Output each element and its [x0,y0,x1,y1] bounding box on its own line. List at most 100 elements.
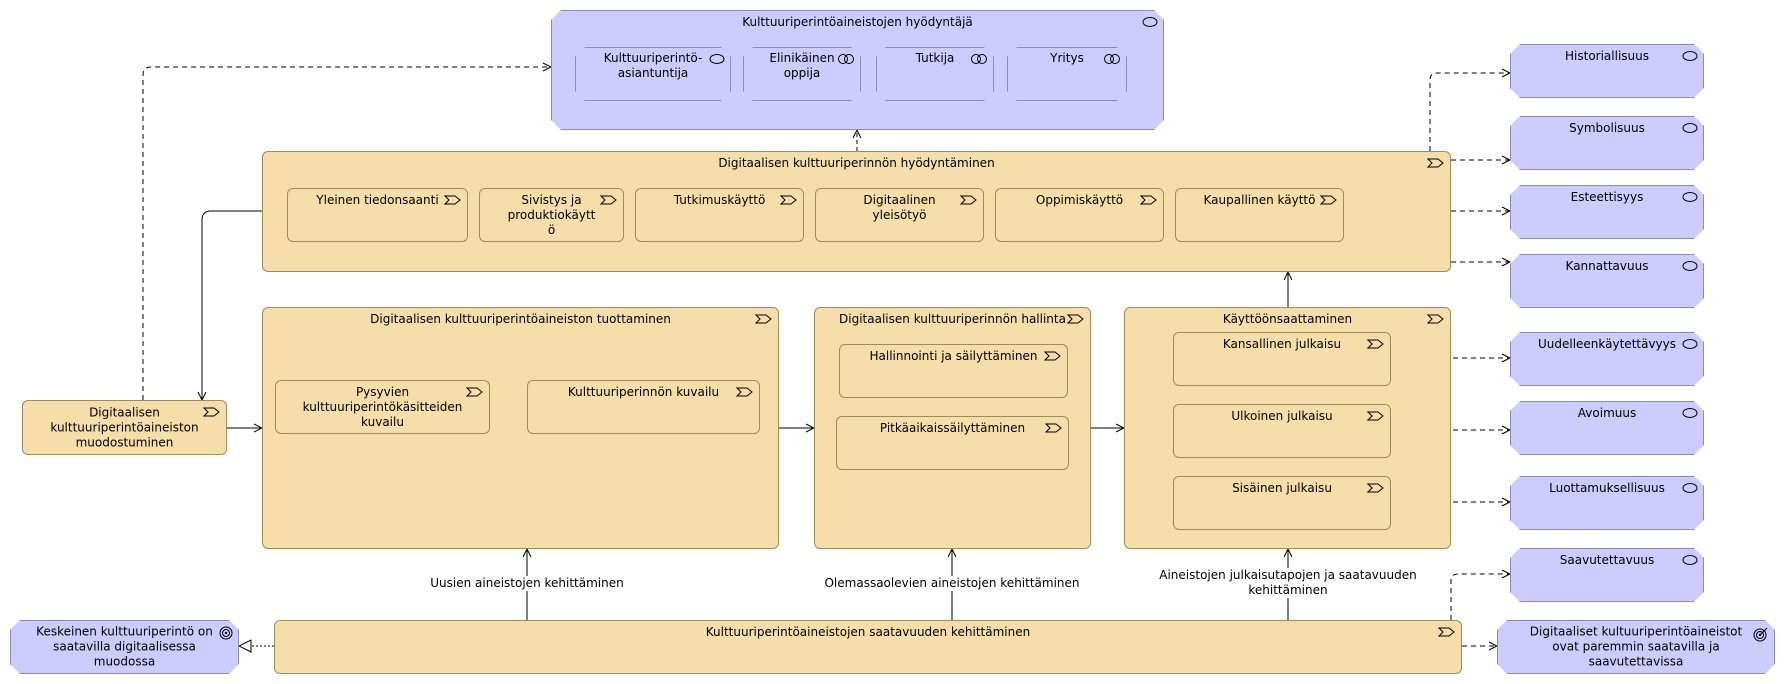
process-icon [1367,483,1384,493]
stakeholder-title: Kulttuuriperintöaineistojen hyödyntäjä [742,15,973,29]
value-kannattavuus[interactable]: Kannattavuus [1510,254,1704,308]
process-icon [466,387,483,397]
process-icon [1045,423,1062,433]
service-digitaalinen-yleisotyo[interactable]: Digitaalinen yleisötyö [815,188,984,242]
value-saavutettavuus[interactable]: Saavutettavuus [1510,548,1704,602]
value-avoimuus[interactable]: Avoimuus [1510,401,1704,455]
process-icon [755,314,772,324]
value-icon [1682,338,1698,350]
process-icon [600,195,617,205]
process-icon [1140,195,1157,205]
role-label: Kulttuuriperintö- asiantuntija [603,51,703,80]
role-icon [970,53,988,65]
deployment-function[interactable]: Käyttöönsaattaminen Kansallinen julkaisu… [1124,307,1451,549]
value-icon [1682,554,1698,566]
formation-process[interactable]: Digitaalisen kulttuuriperintöaineiston m… [22,400,227,455]
process-kulttuuriperinnon-kuvailu[interactable]: Kulttuuriperinnön kuvailu [527,380,760,434]
production-function[interactable]: Digitaalisen kulttuuriperintöaineiston t… [262,307,779,549]
service-yleinen-tiedonsaanti[interactable]: Yleinen tiedonsaanti [287,188,468,242]
process-icon [960,195,977,205]
value-label: Uudelleenkäytettävyys [1537,337,1677,351]
edge-formation-to-stakeholder [142,67,551,400]
utilization-title: Digitaalisen kulttuuriperinnön hyödyntäm… [718,156,995,170]
outcome-element[interactable]: Digitaaliset kultuuriperintöaineistot ov… [1497,620,1775,674]
management-function[interactable]: Digitaalisen kulttuuriperinnön hallinta … [814,307,1091,549]
process-icon [1067,314,1084,324]
process-icon [444,195,461,205]
role-elinikainen-oppija[interactable]: Elinikäinen oppija [743,47,861,101]
process-pysyvien-kasitteiden-kuvailu[interactable]: Pysyvien kulttuuriperintökäsitteiden kuv… [275,380,490,434]
role-label: Yritys [1050,51,1084,65]
process-icon [1320,195,1337,205]
service-tutkimuskaytto[interactable]: Tutkimuskäyttö [635,188,804,242]
service-kaupallinen-kaytto[interactable]: Kaupallinen käyttö [1175,188,1344,242]
value-esteettisyys[interactable]: Esteettisyys [1510,185,1704,239]
production-title: Digitaalisen kulttuuriperintöaineiston t… [370,312,671,326]
process-kansallinen-julkaisu[interactable]: Kansallinen julkaisu [1173,332,1391,386]
value-icon [1682,482,1698,494]
value-label: Kannattavuus [1565,259,1649,273]
process-icon [1044,351,1061,361]
value-label: Esteettisyys [1570,190,1644,204]
value-uudelleenkaytettavyys[interactable]: Uudelleenkäytettävyys [1510,332,1704,386]
availability-process[interactable]: Kulttuuriperintöaineistojen saatavuuden … [274,620,1462,674]
process-icon [1427,158,1444,168]
service-sivistys[interactable]: Sivistys ja produktiokäytt ö [479,188,624,242]
value-icon [1682,260,1698,272]
value-luottamuksellisuus[interactable]: Luottamuksellisuus [1510,476,1704,530]
process-icon [1438,627,1455,637]
service-oppimiskaytto[interactable]: Oppimiskäyttö [995,188,1164,242]
value-label: Avoimuus [1577,406,1637,420]
edge-label-new: Uusien aineistojen kehittäminen [427,576,627,591]
formation-title: Digitaalisen kulttuuriperintöaineiston m… [50,405,199,449]
process-icon [1367,411,1384,421]
process-icon [1427,314,1444,324]
service-label: Sivistys ja produktiokäytt ö [507,193,596,237]
role-label: Tutkija [915,51,955,65]
process-icon [203,407,220,417]
process-icon [736,387,753,397]
process-label: Kulttuuriperinnön kuvailu [567,385,720,399]
deployment-title: Käyttöönsaattaminen [1222,312,1353,326]
service-label: Oppimiskäyttö [1035,193,1124,207]
edge-label-existing: Olemassaolevien aineistojen kehittäminen [822,576,1082,591]
value-icon [1682,122,1698,134]
role-tutkija[interactable]: Tutkija [876,47,994,101]
stakeholder-icon [1142,16,1158,28]
process-label: Hallinnointi ja säilyttäminen [869,349,1038,363]
process-sisainen-julkaisu[interactable]: Sisäinen julkaisu [1173,476,1391,530]
service-label: Digitaalinen yleisötyö [863,193,936,222]
process-label: Pitkäaikaissäilyttäminen [879,421,1026,435]
value-icon [1682,191,1698,203]
value-symbolisuus[interactable]: Symbolisuus [1510,116,1704,170]
role-label: Elinikäinen oppija [769,51,835,80]
role-yritys[interactable]: Yritys [1007,47,1127,101]
role-icon [837,53,855,65]
utilization-function[interactable]: Digitaalisen kulttuuriperinnön hyödyntäm… [262,151,1451,272]
edge-label-publish: Aineistojen julkaisutapojen ja saatavuud… [1153,568,1423,598]
edge-to-saavutettavuus [1450,574,1510,620]
value-historiallisuus[interactable]: Historiallisuus [1510,44,1704,98]
outcome-title: Digitaaliset kultuuriperintöaineistot ov… [1529,624,1743,669]
value-label: Luottamuksellisuus [1549,481,1665,495]
process-icon [1367,339,1384,349]
role-kulttuuriperinto-asiantuntija[interactable]: Kulttuuriperintö- asiantuntija [575,47,731,101]
service-label: Tutkimuskäyttö [673,193,766,207]
process-ulkoinen-julkaisu[interactable]: Ulkoinen julkaisu [1173,404,1391,458]
edge-utilization-to-formation [202,210,262,400]
value-icon [1682,50,1698,62]
goal-title: Keskeinen kulttuuriperintö on saatavilla… [36,624,213,669]
goal-target-icon [219,626,233,640]
goal-element[interactable]: Keskeinen kulttuuriperintö on saatavilla… [10,620,239,674]
process-icon [780,195,797,205]
value-label: Saavutettavuus [1559,553,1655,567]
management-title: Digitaalisen kulttuuriperinnön hallinta [839,312,1066,326]
process-hallinnointi-ja-sailyttaminen[interactable]: Hallinnointi ja säilyttäminen [839,344,1068,398]
stakeholder-icon [709,53,725,65]
process-label: Kansallinen julkaisu [1222,337,1342,351]
process-pitkaaikaissailyttaminen[interactable]: Pitkäaikaissäilyttäminen [836,416,1069,470]
role-icon [1103,53,1121,65]
process-label: Pysyvien kulttuuriperintökäsitteiden kuv… [302,385,463,429]
outcome-target-icon [1753,626,1769,642]
process-label: Ulkoinen julkaisu [1231,409,1333,423]
